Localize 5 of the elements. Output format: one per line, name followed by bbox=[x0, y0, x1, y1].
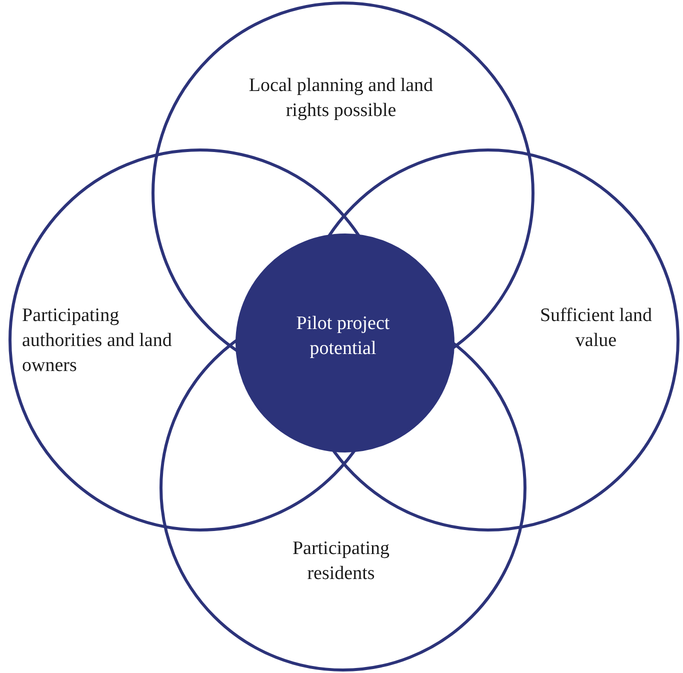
circle-label: Sufficient land value bbox=[538, 304, 654, 353]
center-label: Pilot project potential bbox=[295, 312, 391, 361]
circle-label: Participating residents bbox=[291, 537, 391, 586]
circle-label: Local planning and land rights possible bbox=[248, 74, 434, 123]
circle-label: Participating authorities and land owners bbox=[22, 304, 173, 378]
